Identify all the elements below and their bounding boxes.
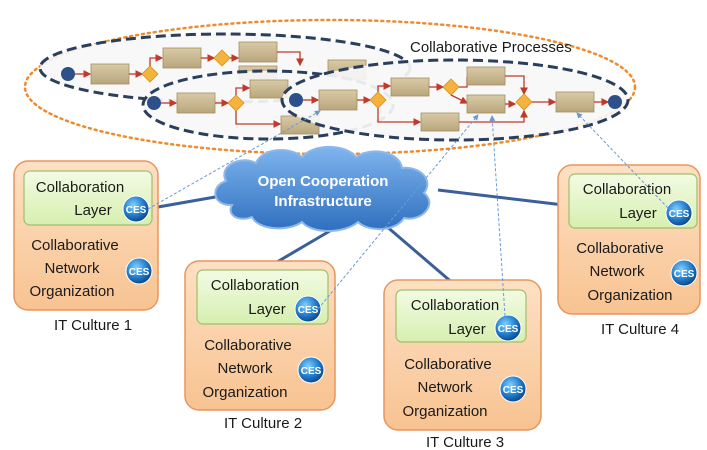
task <box>238 41 278 63</box>
cloud-label-line2: Infrastructure <box>274 193 372 210</box>
start-event <box>61 67 75 81</box>
ces-badge: CES <box>122 195 150 223</box>
ces-badge-label: CES <box>669 209 690 220</box>
organization-label-line2: Network <box>44 260 100 277</box>
ces-badge-label: CES <box>126 205 147 216</box>
organization-label-line3: Organization <box>402 403 487 420</box>
organization-label-line3: Organization <box>587 287 672 304</box>
task <box>162 47 202 69</box>
task <box>249 79 289 99</box>
culture-label: IT Culture 1 <box>54 317 132 334</box>
task <box>555 91 595 113</box>
process-links <box>147 110 669 317</box>
collaboration-layer-label-line1: Collaboration <box>583 181 671 198</box>
collaboration-layer-box <box>23 170 153 226</box>
link-culture-3 <box>489 115 506 317</box>
it-culture-3: Collaboration Layer CES Collaborative Ne… <box>383 279 542 450</box>
it-culture-4: Collaboration Layer CES Collaborative Ne… <box>557 164 701 338</box>
culture-label: IT Culture 3 <box>426 434 504 450</box>
ces-badge-label: CES <box>301 366 322 377</box>
organization-label-line3: Organization <box>29 283 114 300</box>
ces-badge-label: CES <box>129 267 150 278</box>
ces-badge: CES <box>297 356 325 384</box>
organization-label-line2: Network <box>417 379 473 396</box>
ces-badge: CES <box>494 314 522 342</box>
connector-culture-4 <box>437 188 573 208</box>
ces-badge-label: CES <box>498 324 519 335</box>
organization-label-line1: Collaborative <box>404 356 492 373</box>
collaboration-layer-label-line1: Collaboration <box>211 277 299 294</box>
task <box>90 63 130 85</box>
collaboration-layer-label-line2: Layer <box>248 301 286 318</box>
collaboration-layer-label-line1: Collaboration <box>36 179 124 196</box>
collaboration-layer-label-line2: Layer <box>619 205 657 222</box>
collaboration-layer-label-line1: Collaboration <box>411 297 499 314</box>
organization-label-line3: Organization <box>202 384 287 401</box>
ces-badge-label: CES <box>503 385 524 396</box>
processes-title: Collaborative Processes <box>410 39 572 56</box>
start-event <box>147 96 161 110</box>
task <box>390 77 430 97</box>
end-event <box>608 95 622 109</box>
ces-badge: CES <box>670 259 698 287</box>
culture-label: IT Culture 4 <box>601 321 679 338</box>
ces-badge-label: CES <box>674 269 695 280</box>
collaboration-layer-box <box>568 173 698 229</box>
cloud-shape <box>214 145 431 232</box>
pool-ellipse <box>280 58 630 142</box>
it-culture-1: Collaboration Layer CES Collaborative Ne… <box>13 160 159 334</box>
process-pool-3 <box>280 58 630 142</box>
collaboration-layer-label-line2: Layer <box>74 202 112 219</box>
start-event <box>289 93 303 107</box>
task <box>176 92 216 114</box>
culture-label: IT Culture 2 <box>224 415 302 432</box>
ces-badge-label: CES <box>298 305 319 316</box>
ces-badge: CES <box>294 295 322 323</box>
organization-label-line1: Collaborative <box>204 337 292 354</box>
gateway <box>213 49 231 67</box>
collaboration-layer-label-line2: Layer <box>448 321 486 338</box>
task <box>466 66 506 86</box>
collaboration-layer-box <box>395 289 527 343</box>
task <box>420 112 460 132</box>
gateway <box>141 65 159 83</box>
organization-label-line2: Network <box>217 360 273 377</box>
task <box>318 89 358 111</box>
it-culture-2: Collaboration Layer CES Collaborative Ne… <box>184 260 336 432</box>
collaborative-processes-area: Collaborative Processes <box>23 18 637 156</box>
ces-badge: CES <box>665 199 693 227</box>
link-culture-4 <box>576 112 669 209</box>
ces-badge: CES <box>125 257 153 285</box>
open-cooperation-infrastructure-cloud: Open Cooperation Infrastructure <box>214 145 431 232</box>
link-culture-2 <box>317 114 479 310</box>
task <box>466 94 506 114</box>
organization-label-line2: Network <box>589 263 645 280</box>
organization-label-line1: Collaborative <box>576 240 664 257</box>
ces-badge: CES <box>499 375 527 403</box>
connector-culture-3 <box>384 223 456 287</box>
link-culture-1 <box>147 110 321 210</box>
organization-label-line1: Collaborative <box>31 237 119 254</box>
cloud-label-line1: Open Cooperation <box>258 173 389 190</box>
